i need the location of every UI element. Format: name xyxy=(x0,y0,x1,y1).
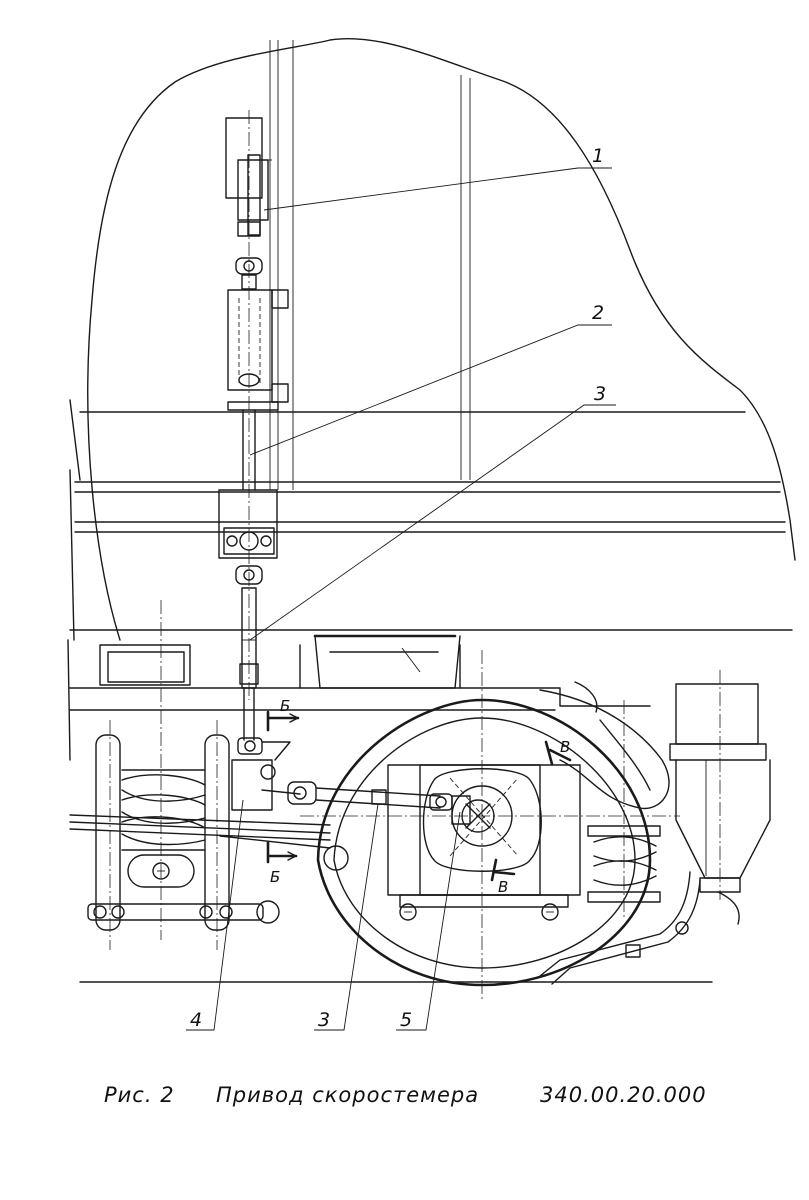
figure-number: Рис. 2 xyxy=(104,1083,175,1107)
callout-4: 4 xyxy=(186,799,244,1031)
spring-lower-bar xyxy=(87,900,280,924)
sandbox-hopper xyxy=(669,670,771,925)
section-mark-b-upper: Б xyxy=(266,697,300,732)
primary-spring-right xyxy=(587,700,661,920)
callout-3-upper: 3 xyxy=(249,383,616,641)
shaft-lower xyxy=(237,587,263,755)
svg-text:Б: Б xyxy=(270,868,280,886)
sand-pipe xyxy=(539,871,701,985)
svg-text:3: 3 xyxy=(594,383,606,405)
horizontal-drive-rod xyxy=(261,781,453,871)
svg-text:В: В xyxy=(498,878,508,896)
svg-text:В: В xyxy=(560,738,570,756)
bogie-frame xyxy=(69,634,651,711)
svg-text:5: 5 xyxy=(400,1009,412,1031)
callout-2: 2 xyxy=(249,302,612,456)
coupling-housing xyxy=(227,289,289,411)
speedometer-sensor-unit xyxy=(225,110,272,700)
drawing-code: 340.00.20.000 xyxy=(540,1083,707,1107)
svg-text:4: 4 xyxy=(190,1009,202,1031)
cardan-joint-middle xyxy=(235,565,263,585)
wheel xyxy=(300,650,680,1000)
shaft-bearing-housing xyxy=(218,489,278,559)
svg-text:1: 1 xyxy=(592,145,604,167)
figure-title: Привод скоростемера xyxy=(216,1083,479,1107)
shaft-upper xyxy=(242,409,256,491)
section-mark-b-lower: Б xyxy=(266,840,298,886)
callout-5: 5 xyxy=(396,811,461,1031)
car-body-frame xyxy=(69,40,793,631)
bogie-side-arm xyxy=(539,681,670,810)
cardan-joint-upper xyxy=(235,257,263,290)
leaf-spring xyxy=(69,741,331,849)
callout-3-lower: 3 xyxy=(314,803,379,1031)
break-outline xyxy=(67,37,796,761)
svg-text:Б: Б xyxy=(280,697,290,715)
figure-caption: Рис. 2 Привод скоростемера 340.00.20.000 xyxy=(104,1083,707,1107)
svg-text:3: 3 xyxy=(318,1009,330,1031)
section-mark-v-upper: В xyxy=(544,738,572,766)
callout-1: 1 xyxy=(263,145,612,211)
axlebox-speed-gearbox xyxy=(387,764,581,921)
section-mark-v-lower: В xyxy=(490,858,516,896)
svg-text:2: 2 xyxy=(592,302,604,324)
